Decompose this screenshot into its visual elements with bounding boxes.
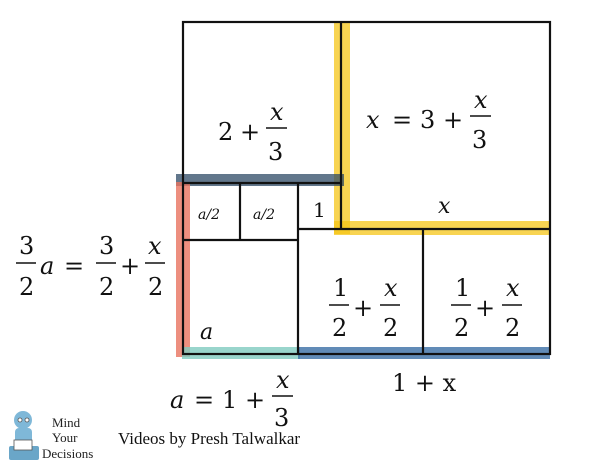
- svg-text:3: 3: [268, 138, 283, 166]
- navy-highlight: [176, 174, 344, 186]
- label-one: 1: [313, 198, 326, 222]
- svg-text:x: x: [148, 232, 162, 260]
- grid-lines: [181, 20, 552, 356]
- svg-text:a: a: [170, 386, 184, 414]
- label-top-left: 2 + x 3: [218, 98, 287, 166]
- svg-text:+: +: [120, 252, 140, 280]
- svg-text:=: =: [392, 106, 412, 134]
- label-right-fraction: 1 2 + x 2: [451, 274, 522, 342]
- svg-text:x: x: [506, 274, 520, 302]
- svg-text:2: 2: [19, 273, 34, 301]
- svg-text:x: x: [366, 106, 380, 134]
- label-bottom-left: a = 1 + x 3: [170, 366, 293, 432]
- svg-text:2: 2: [148, 273, 163, 301]
- outer-square: [181, 20, 552, 356]
- svg-text:2: 2: [505, 314, 520, 342]
- svg-text:2: 2: [332, 314, 347, 342]
- svg-text:x: x: [384, 274, 398, 302]
- svg-text:a: a: [40, 252, 54, 280]
- svg-text:3: 3: [99, 232, 114, 260]
- label-a: a: [200, 320, 213, 345]
- svg-text:2: 2: [383, 314, 398, 342]
- svg-text:1: 1: [222, 386, 237, 414]
- svg-text:x: x: [474, 86, 488, 114]
- svg-text:2: 2: [454, 314, 469, 342]
- svg-text:+: +: [443, 106, 463, 134]
- label-left-equation: 3 2 a = 3 2 + x 2: [16, 232, 165, 301]
- svg-text:Mind: Mind: [52, 415, 81, 430]
- label-a-half-2: a/2: [253, 207, 275, 223]
- label-a-half-1: a/2: [198, 207, 220, 223]
- svg-text:=: =: [194, 386, 214, 414]
- label-middle-fraction: 1 2 + x 2: [329, 274, 400, 342]
- svg-text:1: 1: [333, 274, 348, 302]
- label-bottom-right: 1 + x: [392, 369, 457, 397]
- mind-your-decisions-logo: Mind Your Decisions: [9, 411, 93, 461]
- svg-text:1: 1: [455, 274, 470, 302]
- svg-text:=: =: [64, 252, 84, 280]
- thinker-icon: [9, 411, 39, 460]
- svg-text:3: 3: [472, 126, 487, 154]
- byline: Videos by Presh Talwalkar: [118, 429, 300, 448]
- svg-text:3: 3: [19, 232, 34, 260]
- svg-text:Decisions: Decisions: [42, 446, 93, 461]
- label-x: x: [438, 194, 451, 219]
- svg-text:3: 3: [420, 106, 435, 134]
- svg-text:x: x: [270, 98, 284, 126]
- svg-text:+: +: [475, 294, 495, 322]
- label-top-right: x = 3 + x 3: [366, 86, 491, 154]
- svg-text:+: +: [245, 386, 265, 414]
- svg-text:x: x: [276, 366, 290, 394]
- svg-text:2: 2: [99, 273, 114, 301]
- svg-text:2: 2: [218, 118, 233, 146]
- svg-text:+: +: [353, 294, 373, 322]
- svg-text:Your: Your: [52, 430, 78, 445]
- svg-text:+: +: [240, 118, 260, 146]
- svg-text:3: 3: [274, 404, 289, 432]
